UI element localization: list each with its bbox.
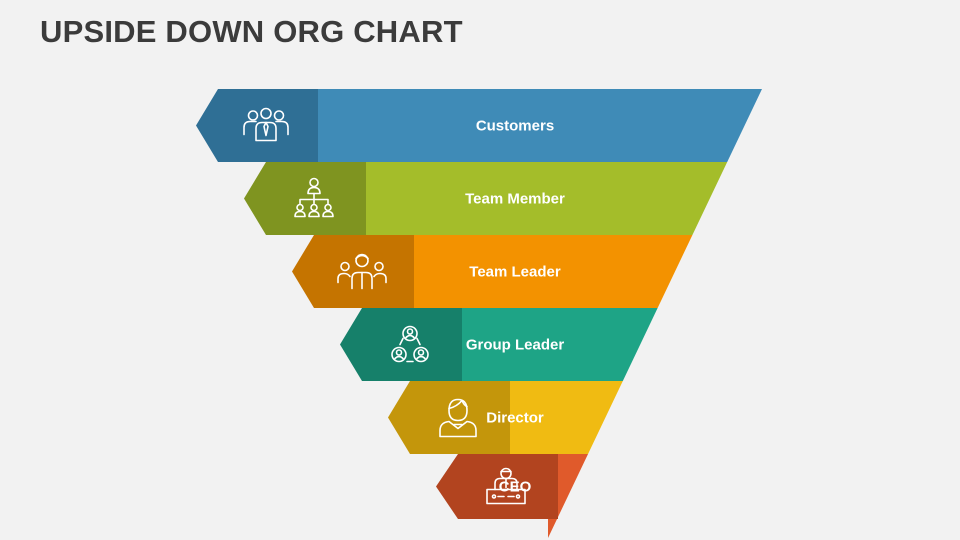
tier-label: Team Member [465,191,565,208]
tier-team-leader: Team Leader [292,235,693,308]
tier-customers: Customers [196,89,762,162]
tier-group-leader: Group Leader [340,308,658,381]
tier-label: Group Leader [466,337,565,354]
page-title: UPSIDE DOWN ORG CHART [40,14,463,49]
tier-tab [340,308,462,381]
tier-team-member: Team Member [244,162,728,235]
tier-band [266,162,728,235]
tier-tab [244,162,366,235]
tier-band [218,89,762,162]
tier-ceo: CEO [436,454,589,538]
tier-label: Customers [476,118,554,135]
tier-label: Director [486,410,544,427]
tier-tab [388,381,510,454]
tier-label: CEO [499,479,532,496]
tier-tab [292,235,414,308]
tier-tab [436,454,558,519]
tier-label: Team Leader [469,264,561,281]
tier-director: Director [388,381,623,454]
